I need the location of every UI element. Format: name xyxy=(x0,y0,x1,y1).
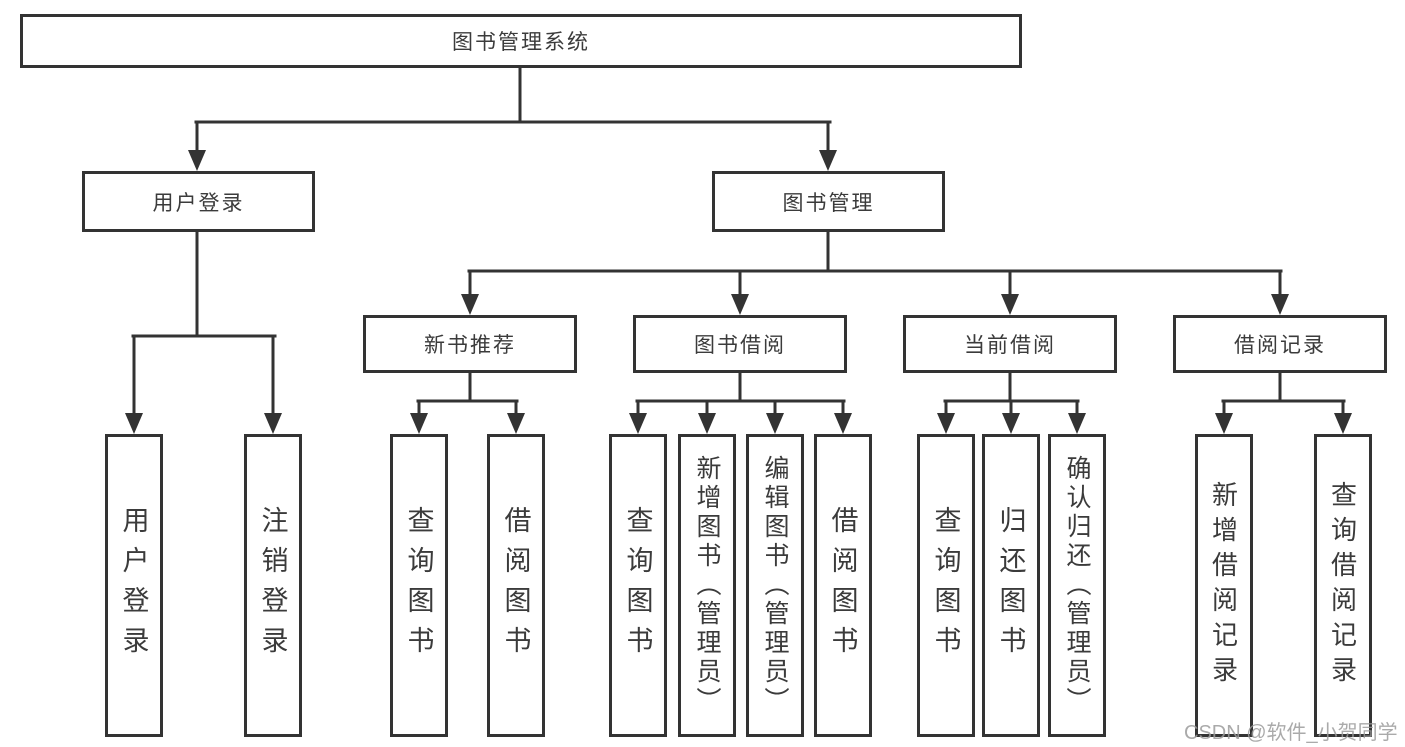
leaf-label: 确认归还（管理员） xyxy=(1063,455,1091,716)
node-label: 用户登录 xyxy=(152,191,245,215)
node-label: 图书借阅 xyxy=(694,334,786,357)
node-book-borrow: 图书借阅 xyxy=(633,315,847,373)
leaf-label: 用户登录 xyxy=(118,505,149,666)
node-book-management: 图书管理 xyxy=(712,171,945,232)
leaf-label: 新增借阅记录 xyxy=(1208,480,1239,691)
leaf-label: 编辑图书（管理员） xyxy=(761,455,789,716)
leaf-label: 归还图书 xyxy=(995,505,1026,666)
leaf-label: 新增图书（管理员） xyxy=(693,455,721,716)
arrowheads xyxy=(125,150,1352,434)
leaf-query-books-newbook: 查询图书 xyxy=(390,434,448,737)
leaf-label: 借阅图书 xyxy=(500,505,531,666)
leaf-label: 查询图书 xyxy=(930,505,961,666)
leaf-label: 查询图书 xyxy=(403,505,434,666)
node-label: 新书推荐 xyxy=(424,334,516,357)
leaf-add-book-admin: 新增图书（管理员） xyxy=(678,434,736,737)
leaf-label: 注销登录 xyxy=(257,505,288,666)
leaf-query-books-borrow: 查询图书 xyxy=(609,434,667,737)
node-book-system-root: 图书管理系统 xyxy=(20,14,1022,68)
leaf-query-borrow-record: 查询借阅记录 xyxy=(1314,434,1372,737)
node-label: 借阅记录 xyxy=(1234,334,1326,357)
leaf-borrow-books-newbook: 借阅图书 xyxy=(487,434,545,737)
node-label: 当前借阅 xyxy=(964,334,1056,357)
leaf-label: 查询借阅记录 xyxy=(1327,480,1358,691)
leaf-edit-book-admin: 编辑图书（管理员） xyxy=(746,434,804,737)
leaf-label: 借阅图书 xyxy=(827,505,858,666)
csdn-watermark: CSDN @软件_小贺同学 xyxy=(1184,722,1398,744)
leaf-add-borrow-record: 新增借阅记录 xyxy=(1195,434,1253,737)
node-current-borrow: 当前借阅 xyxy=(903,315,1117,373)
leaf-return-book: 归还图书 xyxy=(982,434,1040,737)
node-user-login: 用户登录 xyxy=(82,171,315,232)
leaf-label: 查询图书 xyxy=(622,505,653,666)
node-label: 图书管理系统 xyxy=(452,31,590,54)
leaf-query-books-current: 查询图书 xyxy=(917,434,975,737)
node-borrow-records: 借阅记录 xyxy=(1173,315,1387,373)
leaf-borrow-books-borrow: 借阅图书 xyxy=(814,434,872,737)
leaf-confirm-return-admin: 确认归还（管理员） xyxy=(1048,434,1106,737)
node-label: 图书管理 xyxy=(782,191,875,215)
node-new-book-recommend: 新书推荐 xyxy=(363,315,577,373)
leaf-user-login: 用户登录 xyxy=(105,434,163,737)
leaf-logout-login: 注销登录 xyxy=(244,434,302,737)
